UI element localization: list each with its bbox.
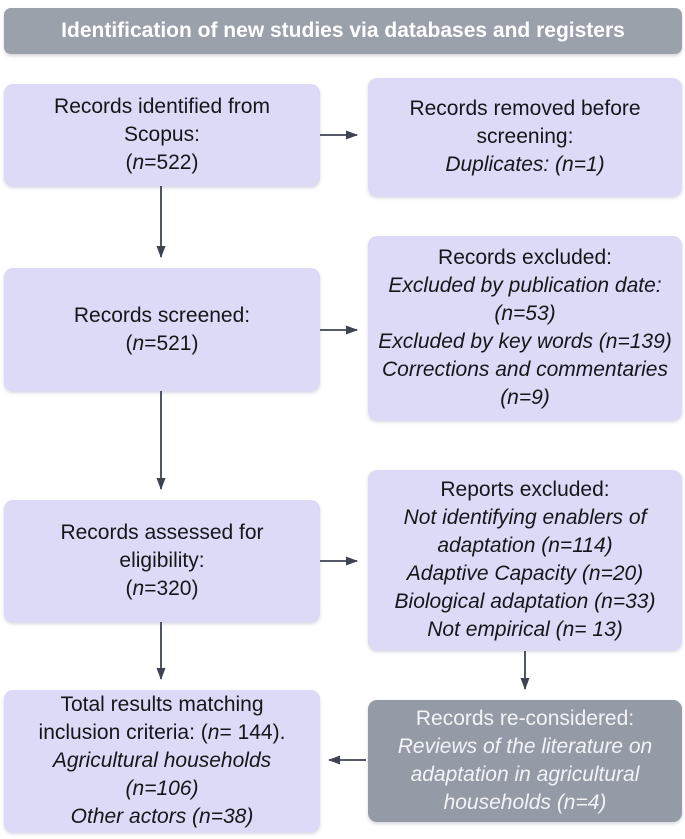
- box-text-line: Records removed before: [409, 97, 641, 120]
- box-text-line: households (n=4): [443, 791, 607, 814]
- box-text-line: Reviews of the literature on: [397, 735, 653, 758]
- box-text-line: Excluded by key words (n=139): [378, 330, 672, 353]
- box-records-screened: Records screened: (n=521): [4, 268, 320, 391]
- box-records-assessed: Records assessed for eligibility: (n=320): [4, 500, 320, 622]
- box-text-line: adaptation in agricultural: [410, 763, 640, 786]
- box-reports-excluded: Reports excluded: Not identifying enabler…: [368, 470, 682, 650]
- box-text-line: Records identified from: [54, 95, 270, 118]
- box-text-line: Not empirical (n= 13): [427, 618, 623, 641]
- box-text-line: inclusion criteria: (n= 144).: [38, 721, 286, 744]
- box-records-reconsidered: Records re-considered: Reviews of the lit…: [368, 700, 682, 822]
- box-text-line: Adaptive Capacity (n=20): [406, 562, 644, 585]
- box-records-excluded: Records excluded: Excluded by publication…: [368, 236, 682, 420]
- box-text-line: eligibility:: [119, 549, 205, 572]
- box-text-line: Excluded by publication date:: [388, 274, 662, 297]
- box-text-line: Records re-considered:: [415, 707, 635, 730]
- box-text-line: Records excluded:: [438, 246, 612, 269]
- box-text-line: Duplicates: (n=1): [445, 153, 605, 176]
- box-text-line: Total results matching: [60, 693, 264, 716]
- box-records-removed-before-screening: Records removed before screening: Duplicat…: [368, 78, 682, 196]
- diagram-title: Identification of new studies via databa…: [61, 19, 625, 42]
- box-total-results-included: Total results matching inclusion criteria…: [4, 690, 320, 832]
- box-text-line: Reports excluded:: [440, 478, 610, 501]
- diagram-header-banner: Identification of new studies via databa…: [4, 8, 682, 54]
- box-text-line: (n=522): [125, 151, 199, 174]
- box-text-line: screening:: [476, 125, 574, 148]
- box-text-line: Agricultural households: [52, 749, 272, 772]
- box-text-line: Biological adaptation (n=33): [394, 590, 656, 613]
- box-text-line: (n=9): [500, 386, 550, 409]
- box-text-line: (n=521): [125, 331, 199, 355]
- box-text-line: (n=320): [125, 577, 199, 600]
- box-text-line: (n=106): [125, 777, 199, 800]
- box-text-line: Records screened:: [73, 303, 251, 327]
- box-text-line: (n=53): [494, 302, 556, 325]
- box-text-line: Other actors (n=38): [70, 805, 254, 828]
- box-text-line: Scopus:: [124, 123, 200, 146]
- box-text-line: adaptation (n=114): [437, 534, 613, 557]
- box-text-line: Not identifying enablers of: [403, 506, 647, 529]
- box-text-line: Records assessed for: [60, 521, 264, 544]
- box-text-line: Corrections and commentaries: [382, 358, 668, 381]
